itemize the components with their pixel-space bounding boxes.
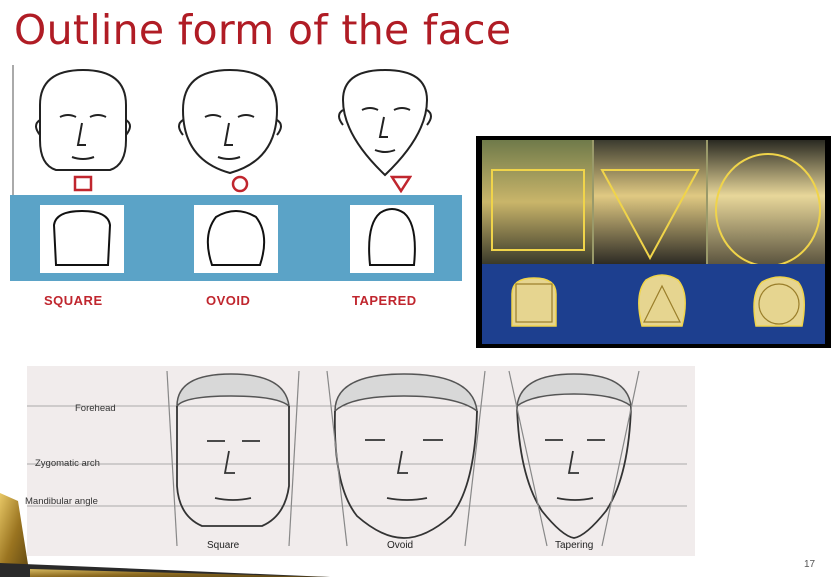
ovoid-tooth-icon [194,205,278,273]
square-tooth-icon [40,205,124,273]
tapered-tooth-card [350,205,434,273]
caption-ovoid: Ovoid [387,540,413,551]
ovoid-outline-overlay [708,140,825,264]
square-outline-overlay [482,140,592,264]
tapered-outline-overlay [594,140,706,264]
landmark-forehead: Forehead [75,403,116,414]
triangle-symbol-icon [390,175,412,193]
gold-accent-decoration [0,493,330,577]
outline-forms-panel: SQUARE OVOID TAPERED [10,65,462,333]
portrait-ovoid-face [708,140,825,264]
page-number: 17 [804,559,815,570]
circle-symbol-icon [230,175,250,193]
tapered-tooth-icon [350,205,434,273]
tooth-models-illustration [482,264,825,344]
teeth-photo-band [482,264,825,344]
shape-label-tapered: TAPERED [352,293,417,308]
square-tooth-card [40,205,124,273]
caption-tapering: Tapering [555,540,593,551]
shape-label-ovoid: OVOID [206,293,250,308]
portrait-photos-panel [476,136,831,348]
shape-label-square: SQUARE [44,293,103,308]
slide-title: Outline form of the face [14,6,511,54]
landmark-zygomatic-arch: Zygomatic arch [35,458,100,469]
portraits-strip [482,140,825,264]
portrait-tapered-face [594,140,706,264]
portrait-square-face [482,140,592,264]
ovoid-tooth-card [194,205,278,273]
square-symbol-icon [73,175,93,193]
